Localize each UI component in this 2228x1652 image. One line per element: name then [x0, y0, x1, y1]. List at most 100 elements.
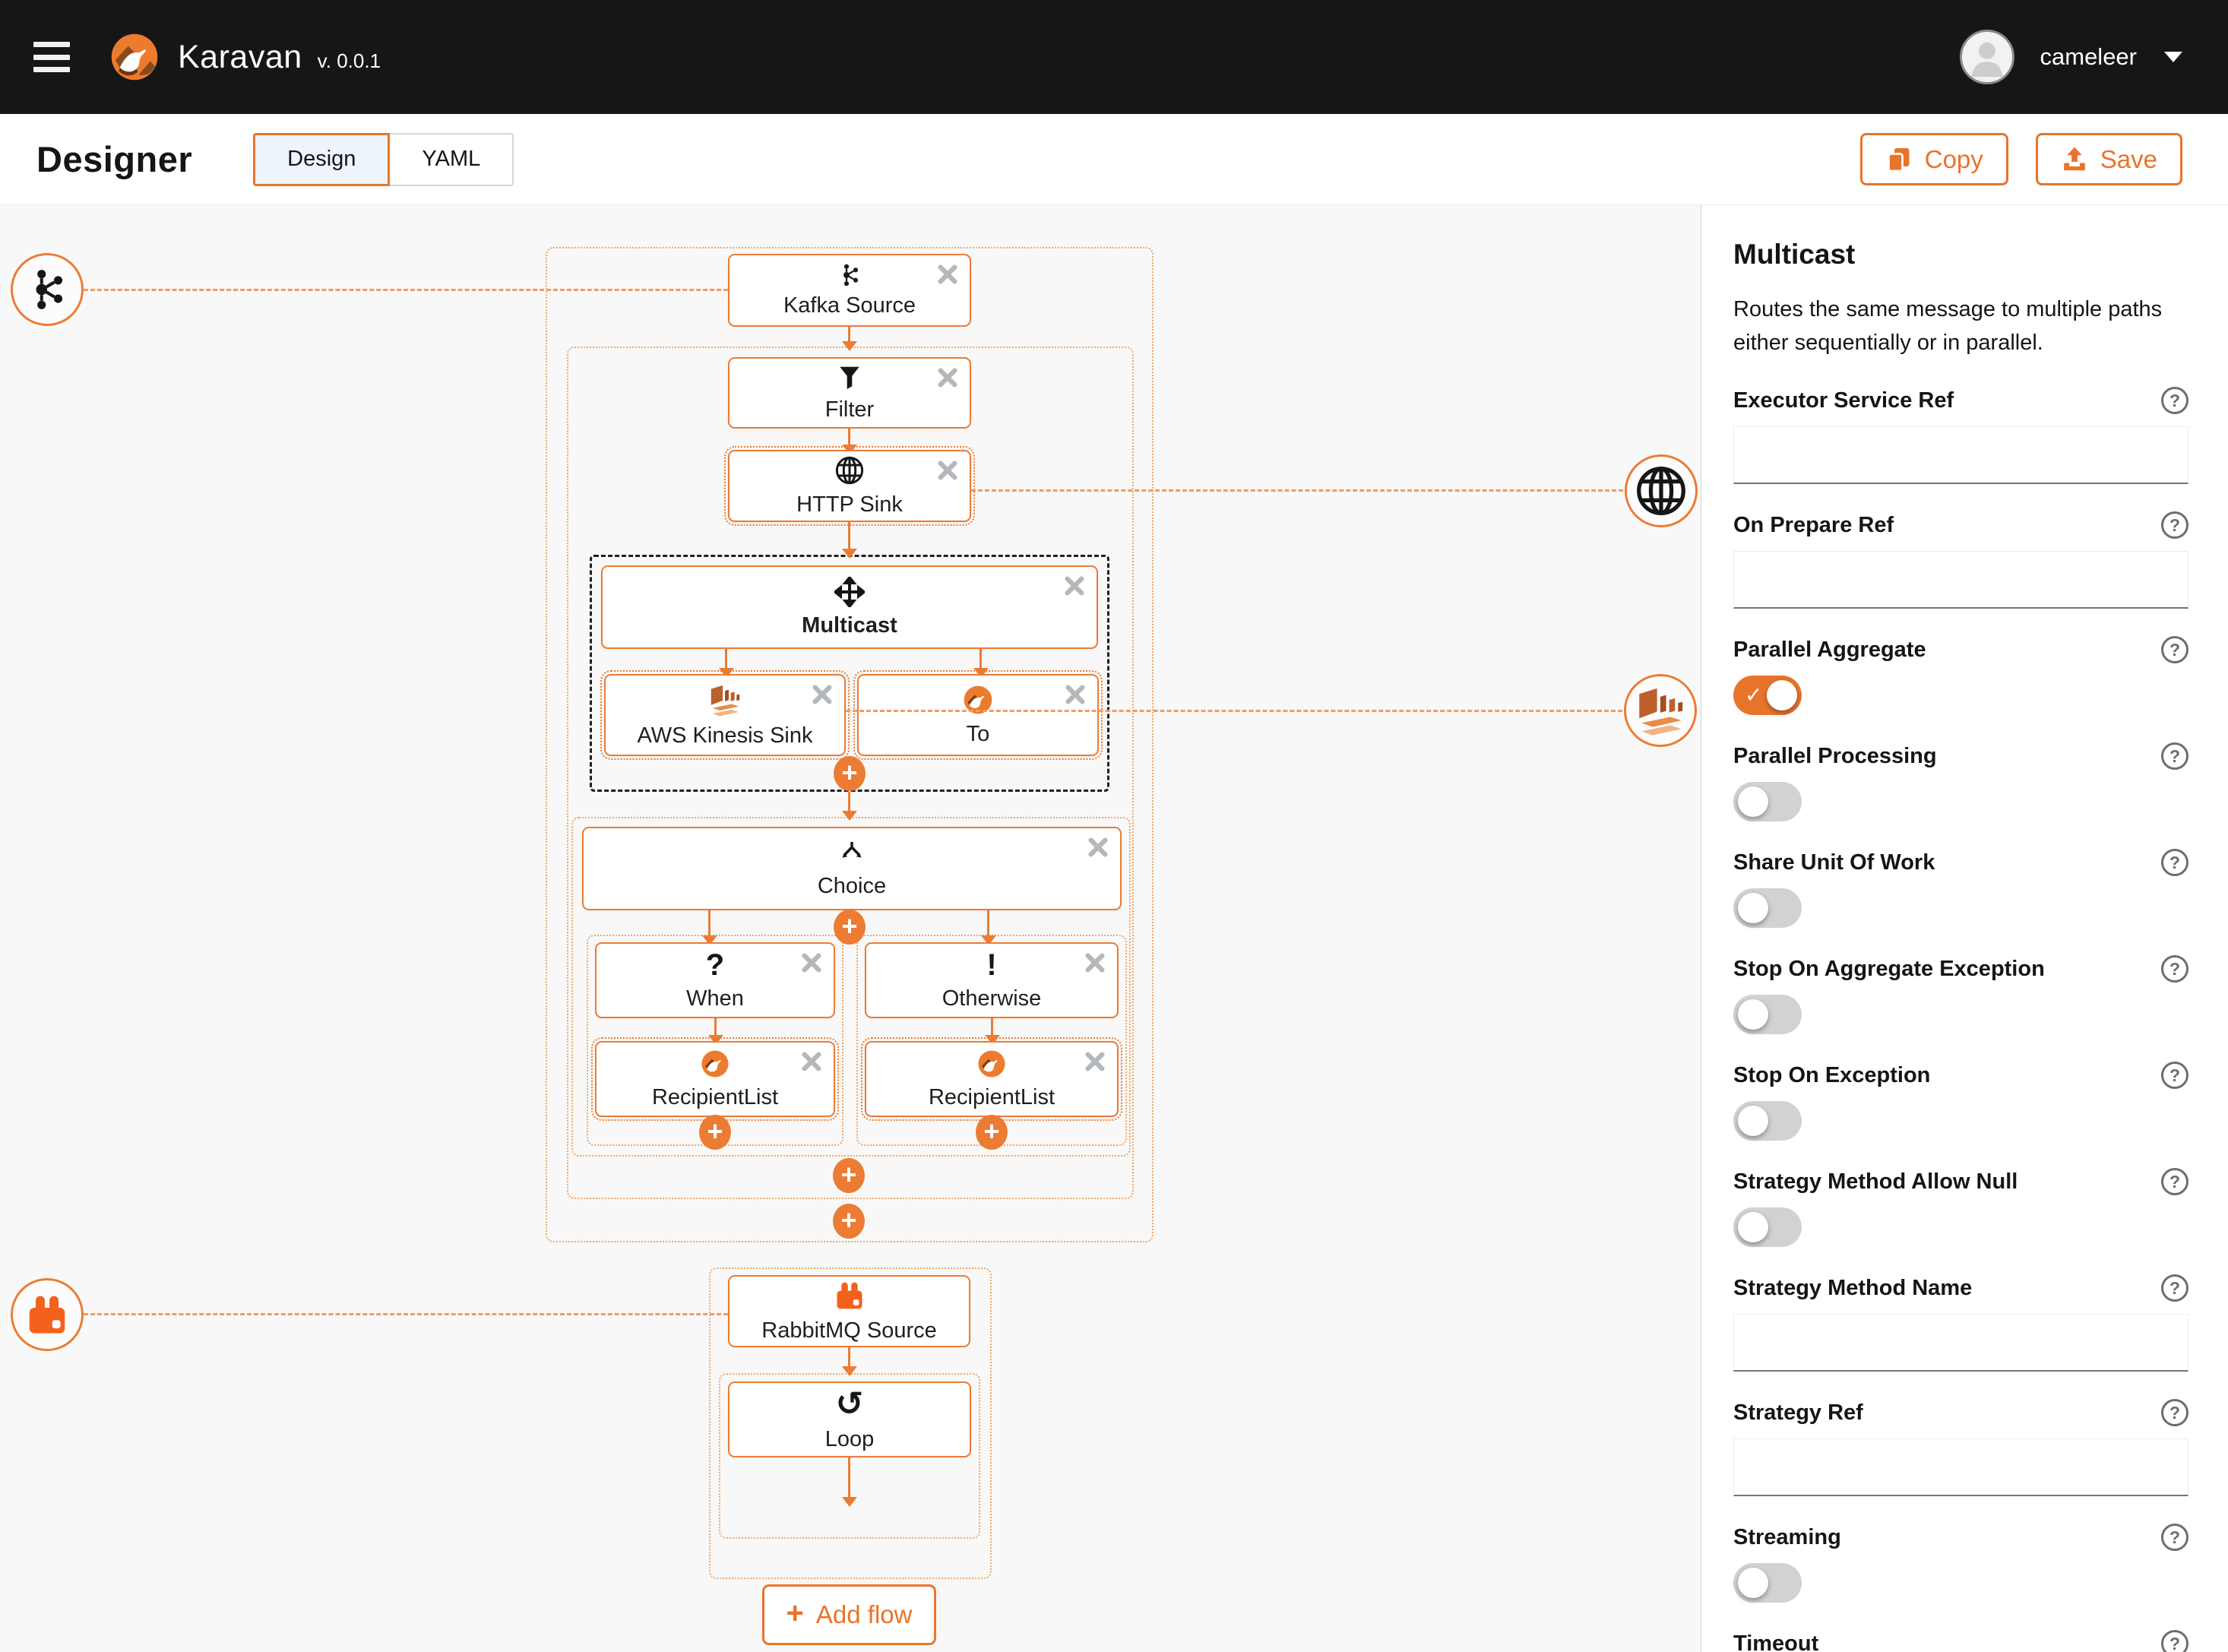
- node-label: HTTP Sink: [796, 492, 903, 517]
- add-flow-button[interactable]: + Add flow: [762, 1584, 936, 1645]
- close-icon[interactable]: [936, 366, 959, 389]
- kafka-icon: [25, 267, 69, 312]
- help-icon[interactable]: ?: [2161, 636, 2188, 663]
- parallel-processing-toggle[interactable]: ✓: [1733, 782, 1802, 821]
- node-recipient-list-otherwise[interactable]: RecipientList: [861, 1037, 1122, 1121]
- kafka-endpoint-bubble[interactable]: [11, 253, 84, 326]
- node-aws-kinesis-sink[interactable]: AWS Kinesis Sink: [600, 670, 850, 760]
- node-recipient-list-when[interactable]: RecipientList: [591, 1037, 839, 1121]
- help-icon[interactable]: ?: [2161, 387, 2188, 414]
- close-icon[interactable]: [936, 263, 959, 286]
- close-icon[interactable]: [1063, 574, 1086, 597]
- help-icon[interactable]: ?: [2161, 1168, 2188, 1195]
- view-tabs: Design YAML: [253, 132, 514, 186]
- http-endpoint-bubble[interactable]: [1625, 454, 1698, 527]
- field-label: Streaming: [1733, 1524, 1841, 1549]
- node-filter[interactable]: Filter: [728, 357, 971, 429]
- rabbitmq-endpoint-bubble[interactable]: [11, 1278, 84, 1351]
- close-icon[interactable]: [1084, 1050, 1106, 1073]
- masthead: Karavan v. 0.0.1 cameleer: [0, 0, 2228, 114]
- add-branch-choice-button[interactable]: +: [834, 910, 866, 945]
- kinesis-connector-line: [846, 710, 1622, 712]
- node-otherwise[interactable]: ! Otherwise: [865, 942, 1119, 1018]
- save-button[interactable]: Save: [2035, 133, 2182, 185]
- panel-field-strategy-ref: Strategy Ref?: [1733, 1399, 2188, 1496]
- avatar: [1959, 30, 2014, 84]
- add-step-otherwise-button[interactable]: +: [976, 1115, 1008, 1150]
- node-choice[interactable]: Choice: [582, 827, 1122, 910]
- panel-field-parallel-processing: Parallel Processing? ✓: [1733, 742, 2188, 821]
- kafka-icon: [837, 263, 862, 287]
- node-rabbitmq-source[interactable]: RabbitMQ Source: [728, 1275, 970, 1347]
- help-icon[interactable]: ?: [2161, 1524, 2188, 1551]
- on-prepare-ref-input[interactable]: [1733, 551, 2188, 609]
- help-icon[interactable]: ?: [2161, 849, 2188, 876]
- node-label: RecipientList: [928, 1084, 1055, 1109]
- help-icon[interactable]: ?: [2161, 1630, 2188, 1652]
- help-icon[interactable]: ?: [2161, 511, 2188, 539]
- field-label: Strategy Method Name: [1733, 1275, 1973, 1300]
- strategy-method-allow-null-toggle[interactable]: ✓: [1733, 1207, 1802, 1247]
- panel-field-share-unit-of-work: Share Unit Of Work? ✓: [1733, 849, 2188, 928]
- close-icon[interactable]: [811, 683, 834, 706]
- share-unit-of-work-toggle[interactable]: ✓: [1733, 888, 1802, 928]
- copy-button[interactable]: Copy: [1859, 133, 2008, 185]
- add-step-when-button[interactable]: +: [699, 1115, 731, 1150]
- arrow-multicast-choice: [848, 792, 850, 813]
- panel-field-strategy-method-allow-null: Strategy Method Allow Null?✓: [1733, 1168, 2188, 1247]
- add-step-route-button[interactable]: +: [833, 1158, 865, 1193]
- add-step-flow-button[interactable]: +: [833, 1204, 865, 1239]
- field-label: Parallel Processing: [1733, 743, 1937, 768]
- node-kafka-source[interactable]: Kafka Source: [728, 254, 971, 327]
- field-label: Share Unit Of Work: [1733, 850, 1935, 875]
- close-icon[interactable]: [936, 459, 959, 482]
- streaming-toggle[interactable]: ✓: [1733, 1563, 1802, 1603]
- upload-icon: [2061, 146, 2088, 173]
- close-icon[interactable]: [1087, 836, 1109, 859]
- designer-toolbar: Designer Design YAML Copy Save: [0, 114, 2228, 205]
- close-icon[interactable]: [1084, 951, 1106, 974]
- strategy-method-name-input[interactable]: [1733, 1314, 2188, 1372]
- node-when[interactable]: ? When: [595, 942, 835, 1018]
- help-icon[interactable]: ?: [2161, 1274, 2188, 1302]
- help-icon[interactable]: ?: [2161, 1399, 2188, 1426]
- stop-on-exception-toggle[interactable]: ✓: [1733, 1101, 1802, 1141]
- executor-service-ref-input[interactable]: [1733, 426, 2188, 484]
- node-multicast[interactable]: Multicast: [601, 565, 1098, 649]
- user-menu[interactable]: cameleer: [1959, 30, 2182, 84]
- kinesis-endpoint-bubble[interactable]: [1624, 674, 1697, 747]
- panel-field-stop-on-exception: Stop On Exception?✓: [1733, 1062, 2188, 1141]
- hamburger-menu-icon[interactable]: [33, 42, 70, 72]
- karavan-logo-icon: [109, 32, 160, 82]
- parallel-aggregate-toggle[interactable]: ✓: [1733, 676, 1802, 715]
- app-title: Karavan: [178, 38, 302, 75]
- close-icon[interactable]: [800, 951, 823, 974]
- arrow-loop-body: [848, 1457, 850, 1499]
- strategy-ref-input[interactable]: [1733, 1438, 2188, 1496]
- arrow-multicast-to: [979, 649, 982, 670]
- branch-icon: [837, 839, 866, 868]
- field-label: Strategy Ref: [1733, 1400, 1863, 1425]
- node-label: Otherwise: [942, 986, 1042, 1011]
- stop-on-aggregate-exception-toggle[interactable]: ✓: [1733, 995, 1802, 1034]
- camel-icon: [976, 1049, 1007, 1079]
- aws-kinesis-icon: [1634, 684, 1687, 737]
- tab-yaml[interactable]: YAML: [388, 132, 514, 186]
- check-icon: ✓: [1745, 682, 1763, 707]
- help-icon[interactable]: ?: [2161, 1062, 2188, 1089]
- toggle-knob: [1738, 999, 1768, 1030]
- close-icon[interactable]: [800, 1050, 823, 1073]
- node-to[interactable]: To: [853, 670, 1103, 760]
- close-icon[interactable]: [1064, 683, 1087, 706]
- node-http-sink[interactable]: HTTP Sink: [724, 446, 975, 526]
- panel-field-executor-service-ref: Executor Service Ref?: [1733, 387, 2188, 484]
- toggle-knob: [1738, 1106, 1768, 1136]
- arrow-choice-when: [708, 910, 710, 938]
- add-step-multicast-button[interactable]: +: [834, 756, 866, 791]
- help-icon[interactable]: ?: [2161, 955, 2188, 983]
- node-loop[interactable]: ↺ Loop: [728, 1381, 971, 1457]
- help-icon[interactable]: ?: [2161, 742, 2188, 770]
- properties-panel: Multicast Routes the same message to mul…: [1701, 205, 2228, 1652]
- tab-design[interactable]: Design: [253, 132, 391, 186]
